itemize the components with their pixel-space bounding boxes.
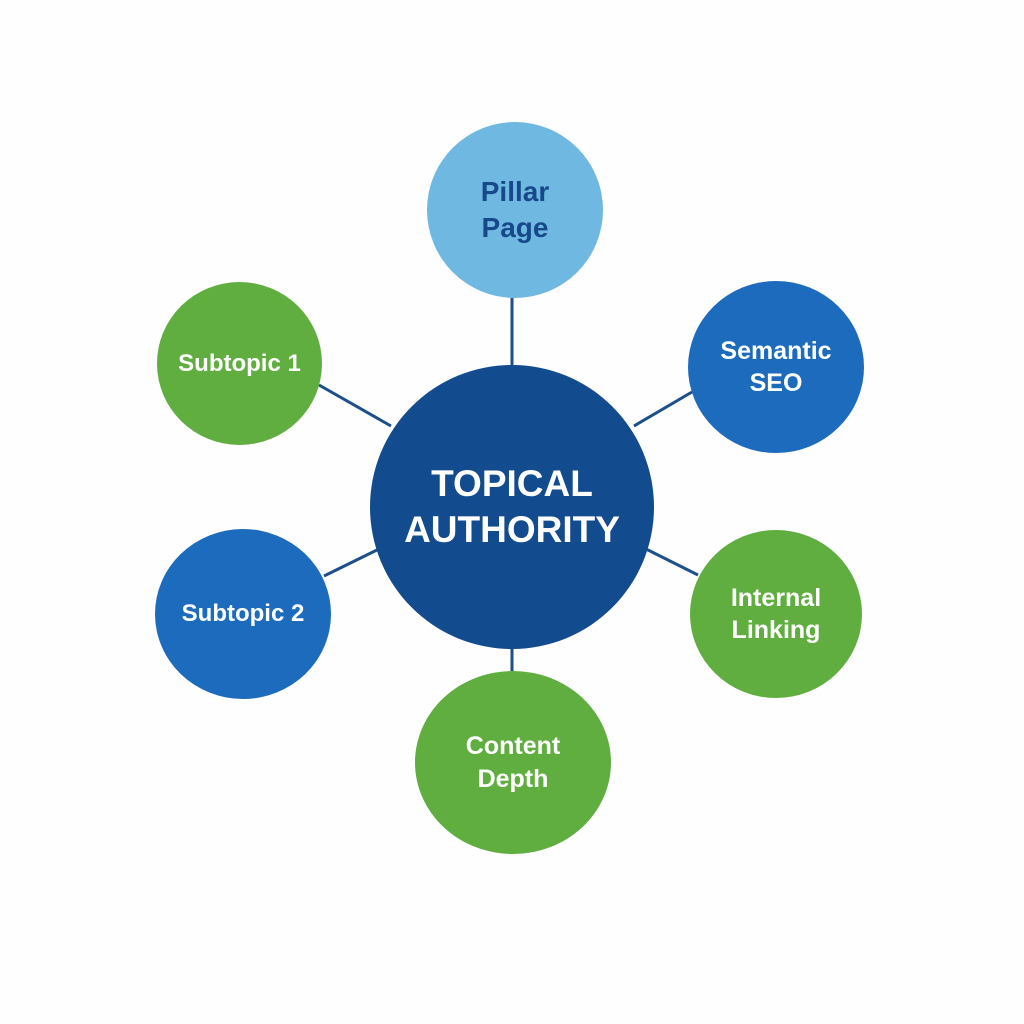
node-pillar-page: Pillar Page: [427, 122, 603, 298]
node-subtopic-1: Subtopic 1: [157, 282, 322, 445]
node-content-depth-label: Content Depth: [465, 732, 561, 793]
node-subtopic-2-label: Subtopic 2: [181, 600, 305, 628]
connector-semantic: [633, 390, 693, 428]
center-node-label: TOPICAL AUTHORITY: [404, 462, 620, 550]
node-subtopic-1-label: Subtopic 1: [178, 349, 301, 377]
node-subtopic-2: Subtopic 2: [155, 529, 331, 699]
node-internal-linking-label: Internal Linking: [730, 583, 822, 645]
node-semantic-seo: Semantic SEO: [688, 281, 864, 453]
connector-internal: [643, 546, 699, 577]
connector-sub2: [323, 546, 382, 578]
center-node-topical-authority: TOPICAL AUTHORITY: [370, 365, 654, 649]
node-pillar-page-label: Pillar Page: [480, 175, 550, 243]
connector-sub1: [318, 383, 392, 428]
node-internal-linking: Internal Linking: [690, 530, 862, 698]
node-content-depth: Content Depth: [415, 671, 611, 854]
node-semantic-seo-label: Semantic SEO: [720, 336, 832, 398]
